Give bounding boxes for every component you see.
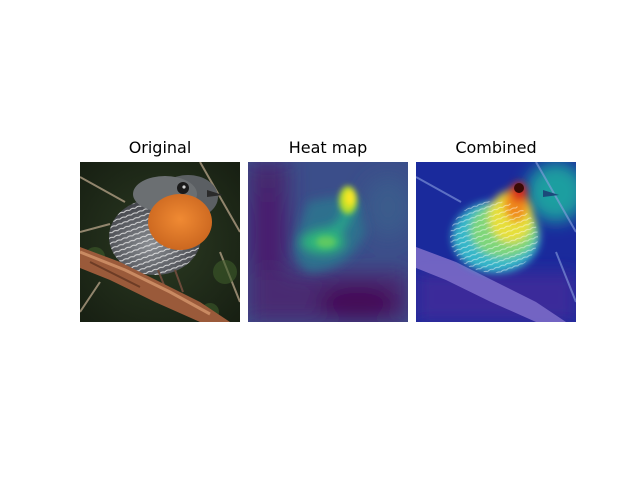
- combined-image: [416, 162, 576, 322]
- panel-title-heatmap: Heat map: [288, 138, 368, 157]
- heat-map-image: [248, 162, 408, 322]
- panel-title-original: Original: [128, 138, 192, 157]
- panel-title-combined: Combined: [455, 138, 537, 157]
- original-image: [80, 162, 240, 322]
